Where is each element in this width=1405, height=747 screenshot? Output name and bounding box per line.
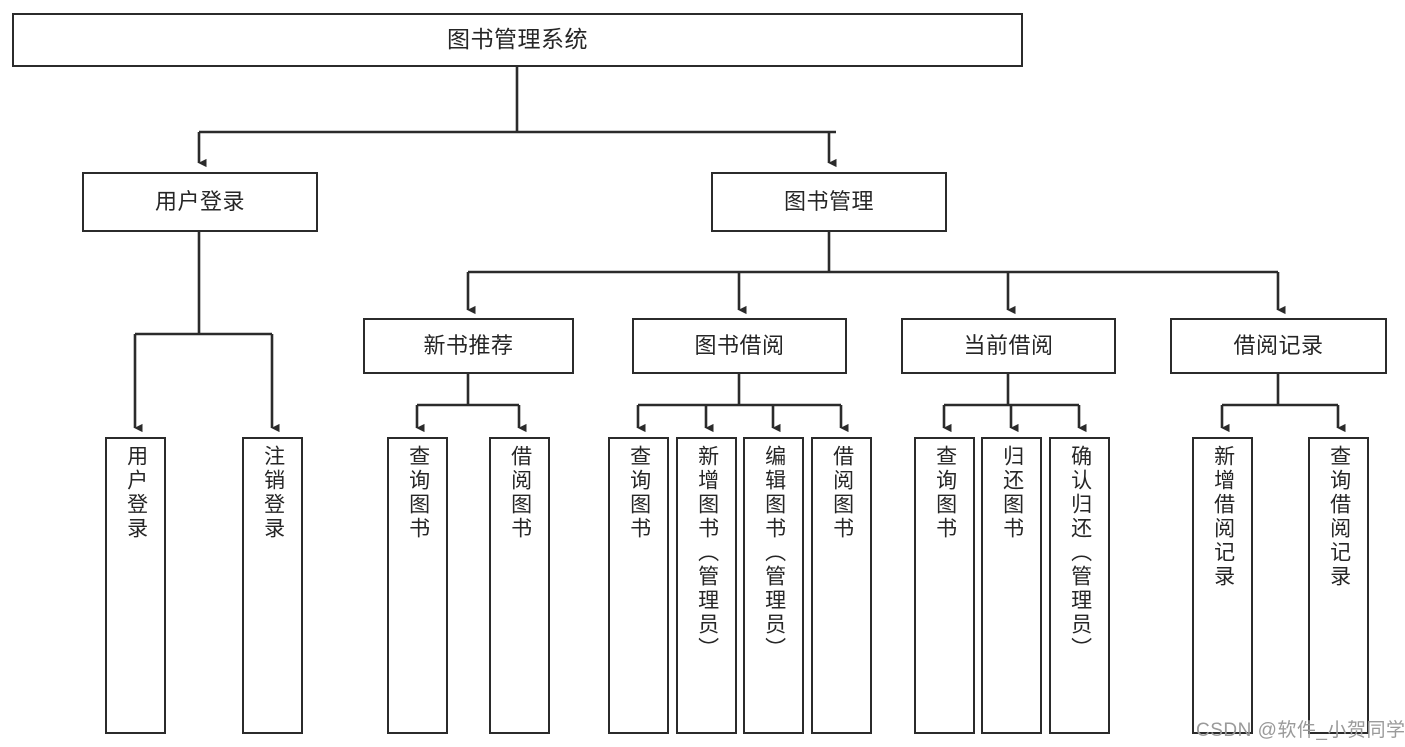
leaf-label: 借阅图书: [830, 445, 854, 541]
node-current-borrow-label: 当前借阅: [963, 332, 1054, 358]
leaf-label: 归还图书: [1000, 445, 1024, 541]
node-user-login-label: 用户登录: [154, 188, 245, 214]
leaf-label: 新增图书（管理员）: [695, 445, 719, 661]
leaf-current-borrow-query[interactable]: 查询图书: [914, 437, 975, 734]
leaf-label: 查询图书: [627, 445, 651, 541]
node-book-manage[interactable]: 图书管理: [711, 172, 947, 232]
leaf-label: 查询图书: [406, 445, 430, 541]
leaf-user-login-signin[interactable]: 用户登录: [105, 437, 166, 734]
leaf-borrow-record-query[interactable]: 查询借阅记录: [1308, 437, 1369, 734]
leaf-user-login-signout[interactable]: 注销登录: [242, 437, 303, 734]
leaf-label: 注销登录: [261, 445, 285, 541]
node-book-manage-label: 图书管理: [783, 188, 874, 214]
leaf-current-borrow-return[interactable]: 归还图书: [981, 437, 1042, 734]
node-root-system[interactable]: 图书管理系统: [12, 13, 1023, 67]
leaf-new-book-borrow[interactable]: 借阅图书: [489, 437, 550, 734]
node-new-book-recommend-label: 新书推荐: [423, 332, 514, 358]
node-root-label: 图书管理系统: [447, 26, 588, 53]
leaf-label: 编辑图书（管理员）: [762, 445, 786, 661]
leaf-label: 新增借阅记录: [1211, 445, 1235, 589]
node-borrow-record-label: 借阅记录: [1233, 332, 1324, 358]
leaf-book-borrow-borrow[interactable]: 借阅图书: [811, 437, 872, 734]
node-new-book-recommend[interactable]: 新书推荐: [363, 318, 574, 374]
node-current-borrow[interactable]: 当前借阅: [901, 318, 1116, 374]
leaf-book-borrow-query[interactable]: 查询图书: [608, 437, 669, 734]
leaf-current-borrow-confirm[interactable]: 确认归还（管理员）: [1049, 437, 1110, 734]
node-book-borrow[interactable]: 图书借阅: [632, 318, 847, 374]
csdn-watermark: CSDN @软件_小贺同学: [1196, 720, 1405, 741]
leaf-label: 确认归还（管理员）: [1068, 445, 1092, 661]
leaf-book-borrow-add[interactable]: 新增图书（管理员）: [676, 437, 737, 734]
leaf-book-borrow-edit[interactable]: 编辑图书（管理员）: [743, 437, 804, 734]
node-borrow-record[interactable]: 借阅记录: [1170, 318, 1387, 374]
leaf-borrow-record-add[interactable]: 新增借阅记录: [1192, 437, 1253, 734]
node-user-login[interactable]: 用户登录: [82, 172, 318, 232]
leaf-label: 用户登录: [124, 445, 148, 541]
node-book-borrow-label: 图书借阅: [694, 332, 785, 358]
leaf-label: 查询借阅记录: [1327, 445, 1351, 589]
leaf-label: 查询图书: [933, 445, 957, 541]
leaf-label: 借阅图书: [508, 445, 532, 541]
leaf-new-book-query[interactable]: 查询图书: [387, 437, 448, 734]
